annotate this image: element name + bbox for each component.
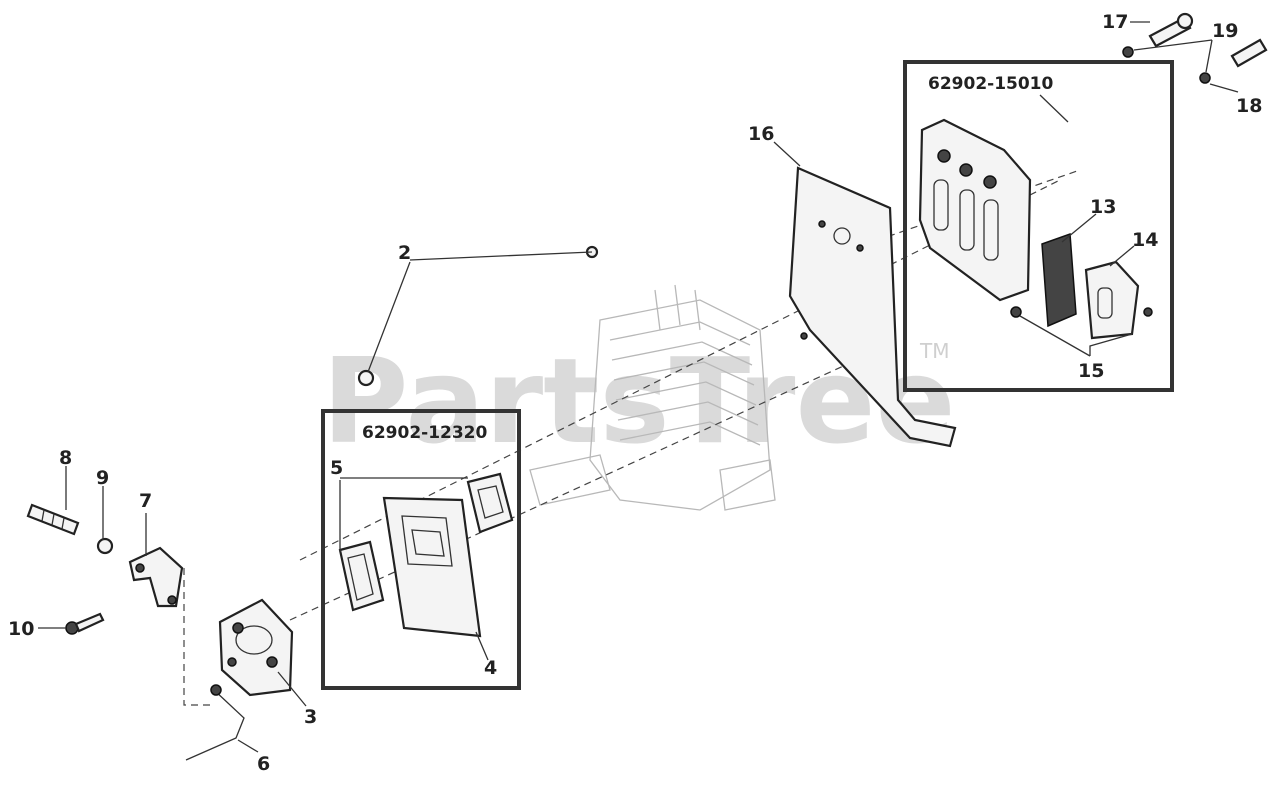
leader-6 — [237, 739, 259, 753]
throttle-rod-part-6 — [183, 568, 245, 761]
callout-2: 2 — [398, 242, 411, 264]
carburetor-part-3 — [218, 598, 294, 697]
callout-4: 4 — [484, 657, 497, 679]
callout-15: 15 — [1078, 360, 1104, 382]
kit-label-62902-12320: 62902-12320 — [362, 423, 488, 443]
callout-3: 3 — [304, 706, 317, 728]
muffler-body — [918, 118, 1032, 302]
callout-8: 8 — [59, 447, 72, 469]
kit-box-62902-12320: 62902-12320 — [321, 409, 521, 690]
nut-part-2 — [357, 369, 375, 387]
leader-16 — [773, 141, 801, 167]
callout-6: 6 — [257, 753, 270, 775]
leader-14 — [1109, 245, 1135, 267]
callout-13: 13 — [1090, 196, 1116, 218]
nut-part-9 — [96, 537, 114, 555]
washer-part-19-right — [1199, 72, 1211, 84]
watermark-tm: TM — [919, 339, 949, 363]
callout-5: 5 — [330, 457, 343, 479]
kit-box-62902-15010: 62902-15010 — [903, 60, 1174, 392]
bolt-part-18 — [1230, 38, 1268, 68]
callout-19: 19 — [1212, 20, 1238, 42]
bracket-part-7 — [128, 546, 184, 608]
callout-9: 9 — [96, 467, 109, 489]
leader-13 — [1061, 213, 1097, 243]
bolt-part-17 — [1148, 12, 1194, 48]
leader-18 — [1209, 83, 1239, 93]
insulator-plate-part-4 — [382, 496, 482, 638]
kit-label-62902-15010: 62902-15010 — [928, 74, 1054, 94]
heat-shield-part-16 — [788, 166, 957, 448]
leader-2 — [367, 251, 593, 373]
leader-3 — [277, 671, 307, 707]
axis-line-lower — [289, 339, 901, 621]
leader-5 — [339, 477, 468, 552]
gasket-part-5-second — [338, 540, 385, 612]
gasket-part-5 — [466, 472, 514, 534]
callout-18: 18 — [1236, 95, 1262, 117]
callout-7: 7 — [139, 490, 152, 512]
callout-14: 14 — [1132, 229, 1158, 251]
screw-part-15 — [1010, 306, 1022, 318]
washer-part-19-left — [1122, 46, 1134, 58]
bolt-part-8 — [26, 503, 80, 536]
leader-19 — [1133, 39, 1213, 73]
spark-screen-part-13 — [1041, 232, 1077, 328]
callout-17: 17 — [1102, 11, 1128, 33]
leader-4 — [475, 631, 489, 661]
callout-10: 10 — [8, 618, 34, 640]
leader-15 — [1019, 315, 1133, 357]
cover-plate-part-14 — [1084, 260, 1153, 340]
callout-16: 16 — [748, 123, 774, 145]
screw-part-10 — [65, 612, 105, 635]
engine-block-ghost — [529, 284, 776, 511]
